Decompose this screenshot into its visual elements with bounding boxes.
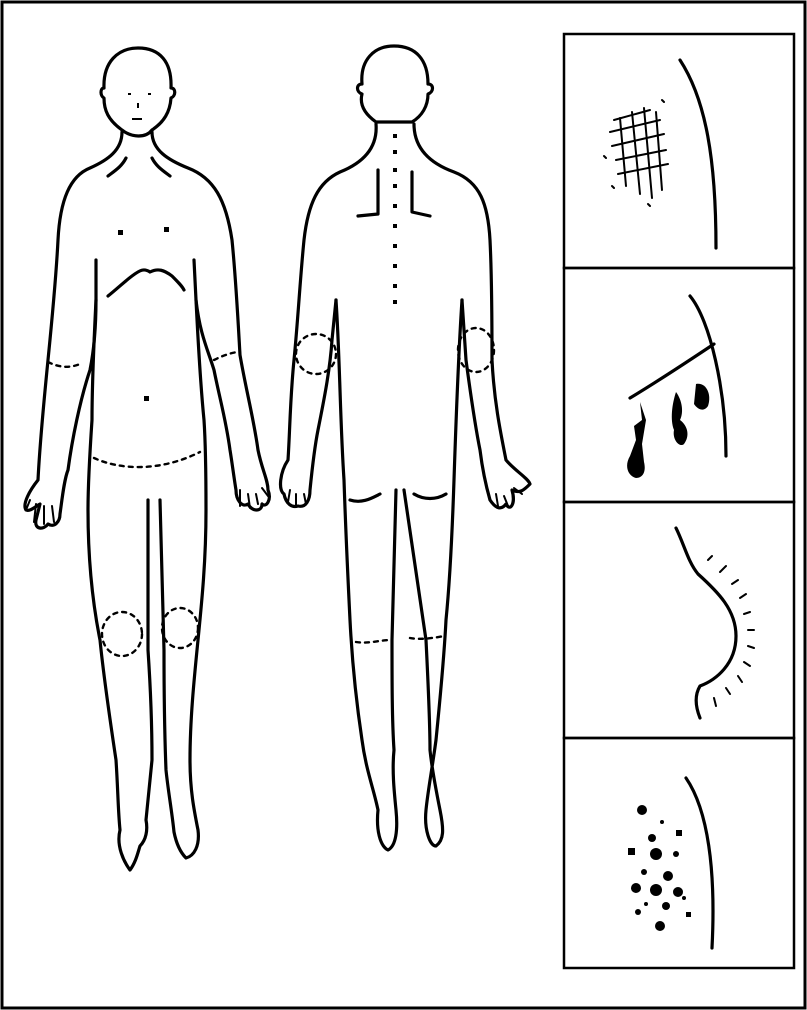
front-body-figure xyxy=(25,48,269,870)
back-right-buttock-line xyxy=(414,494,446,499)
front-right-eye xyxy=(148,93,151,95)
spot-pattern-dots xyxy=(628,805,691,931)
back-left-outline xyxy=(281,124,377,507)
back-right-outline xyxy=(414,124,530,508)
front-right-sleeve-line xyxy=(214,352,240,360)
front-head-outline xyxy=(101,48,175,136)
legend-panel-scrape xyxy=(564,34,794,268)
front-mouth xyxy=(132,118,142,120)
front-torso-outline-right xyxy=(152,132,269,510)
front-torso-outline xyxy=(25,132,122,528)
front-rib-line xyxy=(108,270,184,296)
bleeding-skin-edge xyxy=(690,296,726,456)
front-left-leg-outline xyxy=(88,300,152,870)
front-left-knee xyxy=(102,612,142,656)
back-right-scapula xyxy=(412,172,430,216)
scrape-mark-hatching xyxy=(604,100,668,206)
legend-panel-bleeding xyxy=(564,268,794,502)
front-right-clavicle xyxy=(152,158,170,176)
front-right-nipple xyxy=(164,227,169,232)
bleeding-drop-2 xyxy=(672,392,688,445)
front-navel xyxy=(144,396,149,401)
back-left-leg-outline xyxy=(336,300,397,850)
back-right-leg-outline xyxy=(404,300,462,846)
back-body-figure xyxy=(281,46,530,850)
swelling-tick-marks xyxy=(708,556,754,706)
front-right-leg-outline xyxy=(160,300,206,858)
back-left-knee-line xyxy=(356,640,392,643)
bleeding-drop-1 xyxy=(694,384,709,410)
scrape-skin-edge xyxy=(680,60,716,248)
back-head-outline xyxy=(358,46,433,122)
bleeding-drop-3 xyxy=(627,402,646,478)
front-left-clavicle xyxy=(108,158,126,176)
front-left-sleeve-line xyxy=(48,362,80,367)
front-groin-line xyxy=(94,452,200,467)
back-left-scapula xyxy=(358,170,378,216)
front-nose xyxy=(137,103,139,108)
legend-panel-swelling xyxy=(564,502,794,738)
back-spine-dots xyxy=(393,134,397,304)
legend-panel-spots xyxy=(564,738,794,968)
front-right-knee xyxy=(162,608,198,648)
back-left-buttock-line xyxy=(350,494,380,501)
back-right-hand-fingers xyxy=(496,488,522,506)
spots-skin-edge xyxy=(686,778,713,948)
front-left-nipple xyxy=(118,230,123,235)
front-left-eye xyxy=(128,93,131,95)
